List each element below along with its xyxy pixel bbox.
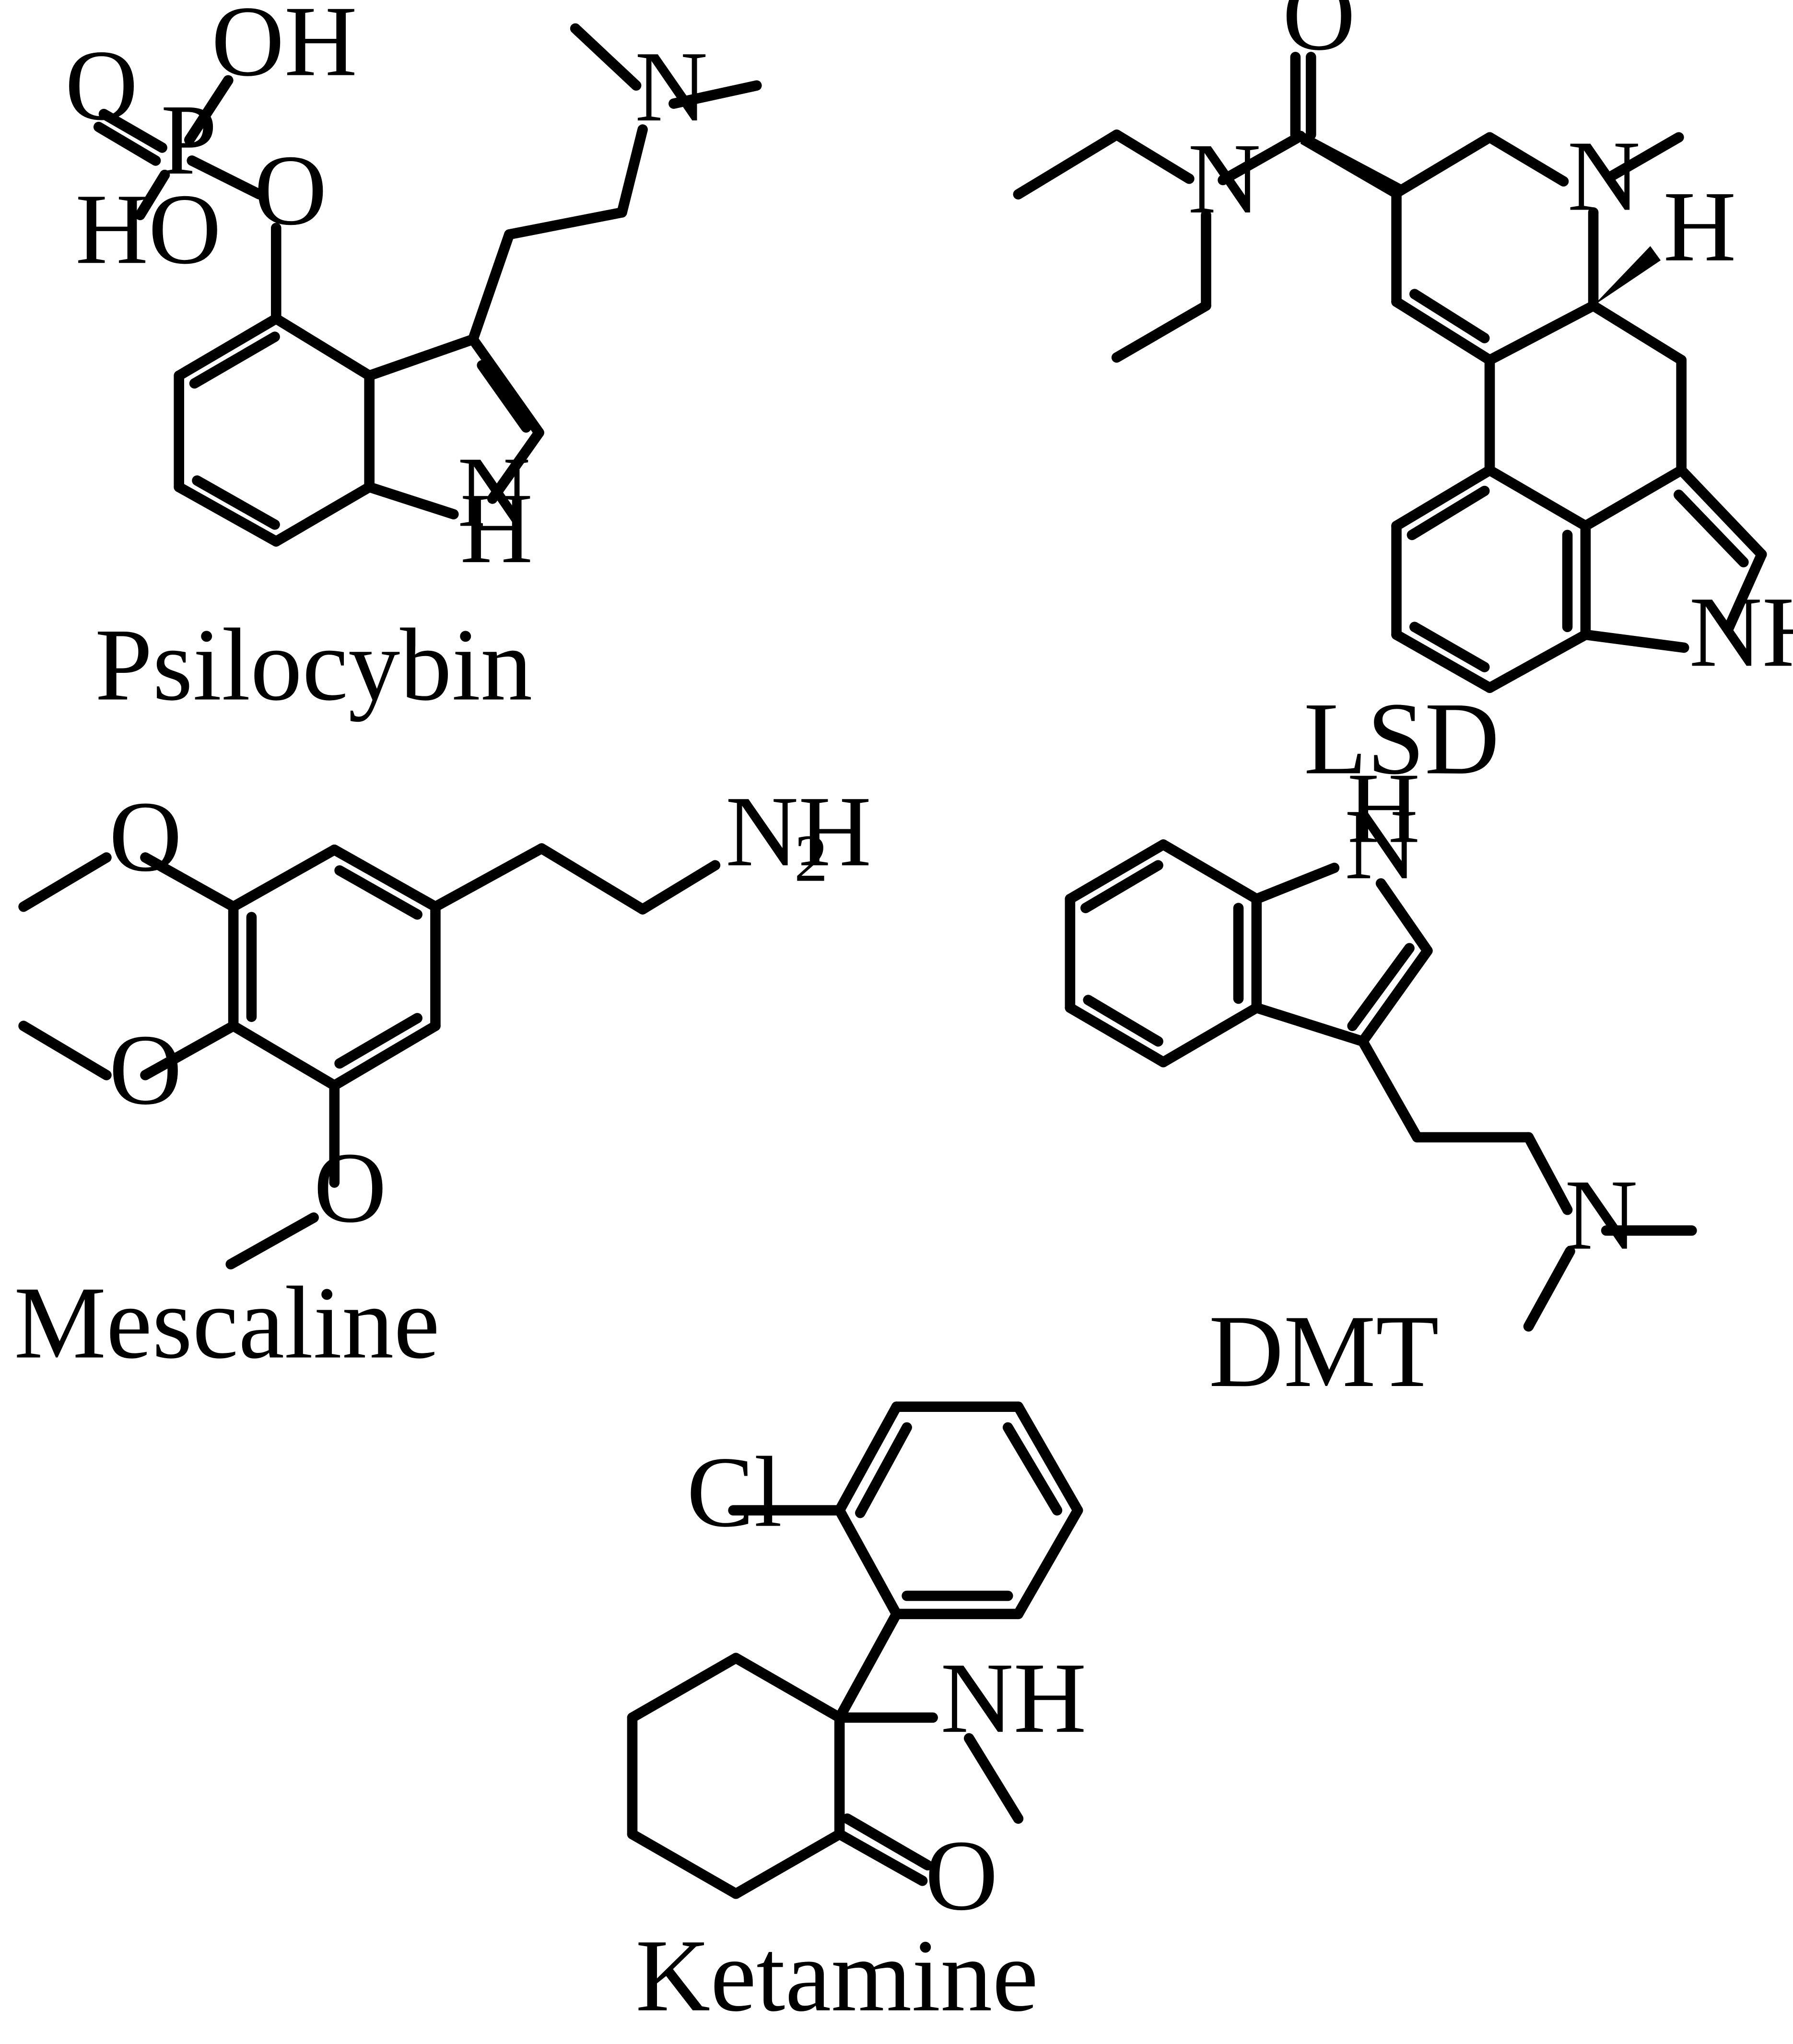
psilocybin-atom-h-ring: H <box>460 472 533 584</box>
mescaline-atom-o-top: O <box>109 780 182 893</box>
ketamine-atom-o-ketone: O <box>925 1819 998 1931</box>
ketamine-structure: Cl NH O Ketamine <box>627 1401 1087 2033</box>
psilocybin-label: Psilocybin <box>95 607 532 722</box>
psilocybin-atom-o-ester: O <box>254 134 327 246</box>
lsd-wedge-bond <box>1301 130 1403 200</box>
dmt-structure: H N N DMT <box>1065 752 1697 1409</box>
lsd-structure: O N N H NH LSD <box>1013 0 1793 796</box>
psilocybin-atom-ho-left: HO <box>75 173 221 285</box>
mescaline-atom-o-bottom: O <box>314 1131 387 1244</box>
lsd-atom-n-ring: N <box>1568 120 1641 232</box>
ketamine-label: Ketamine <box>635 1918 1038 2033</box>
mescaline-atom-nh2-subscript: 2 <box>794 822 828 896</box>
psilocybin-atom-p: P <box>161 83 217 196</box>
mescaline-structure: O O O NH 2 Mescaline <box>14 775 871 1380</box>
psilocybin-structure: OH O P HO O N N H Psilocybin <box>65 0 762 722</box>
psilocybin-atom-n-ring: N <box>457 436 530 548</box>
ketamine-atom-cl: Cl <box>687 1436 782 1548</box>
mescaline-label: Mescaline <box>14 1265 440 1380</box>
lsd-stereo-wedge <box>1593 246 1661 306</box>
dmt-label: DMT <box>1209 1293 1439 1409</box>
ketamine-atom-nh: NH <box>940 1642 1086 1754</box>
psilocybin-atom-n-amine: N <box>635 30 708 142</box>
lsd-label: LSD <box>1304 681 1500 796</box>
mescaline-atom-nh2: NH <box>726 775 871 887</box>
lsd-atom-h-stereo: H <box>1663 170 1736 282</box>
psilocybin-atom-oh-top: OH <box>211 0 357 97</box>
dmt-atom-n-indole: N <box>1345 788 1418 900</box>
dmt-atom-h-indole: H <box>1347 752 1420 864</box>
lsd-atom-n-amide: N <box>1188 122 1261 235</box>
lsd-atom-nh-indole: NH <box>1689 576 1793 688</box>
mescaline-atom-o-mid: O <box>109 1013 182 1126</box>
psilocybin-atom-o-double: O <box>65 29 138 141</box>
lsd-atom-o-carbonyl: O <box>1282 0 1355 71</box>
dmt-atom-n-amine: N <box>1565 1159 1638 1271</box>
